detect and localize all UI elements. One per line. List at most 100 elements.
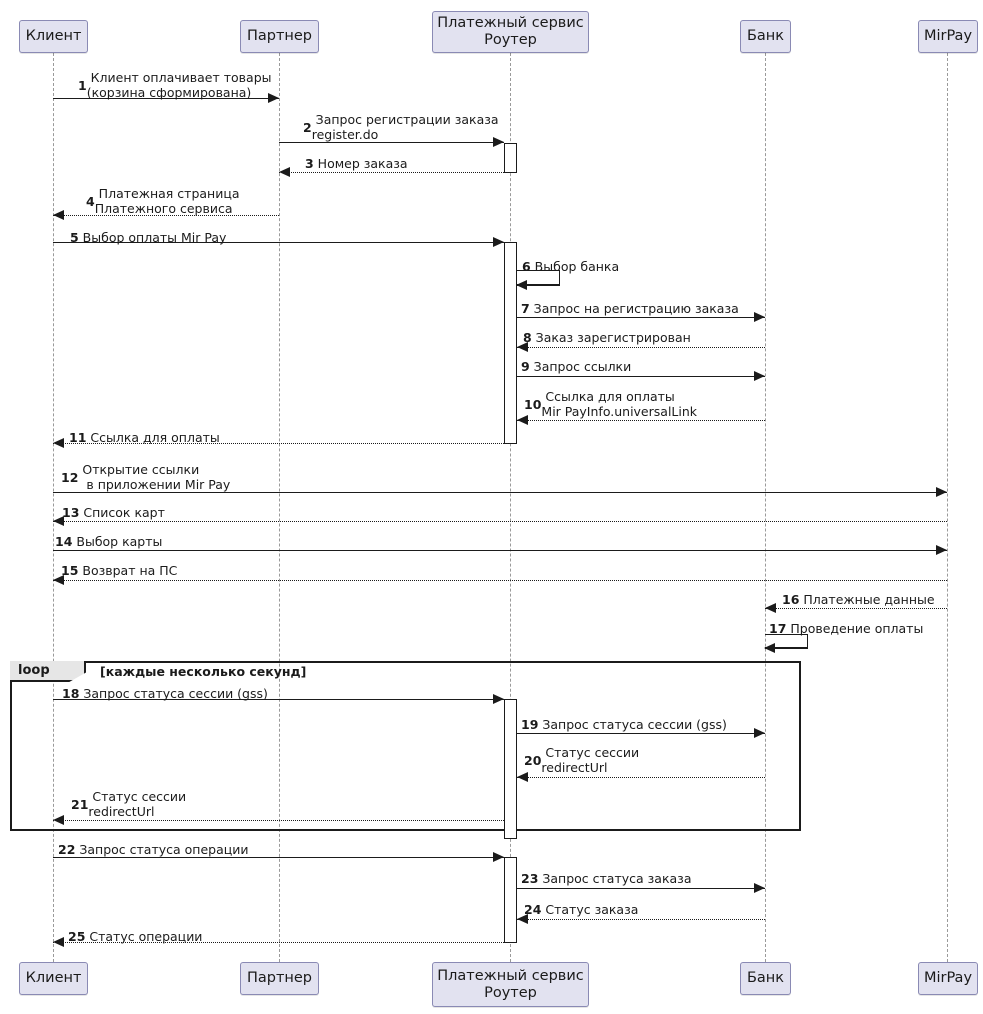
message-number-6: 6 (522, 259, 531, 274)
message-label-7: 7 Запрос на регистрацию заказа (521, 301, 739, 316)
message-line-21 (53, 820, 504, 821)
arrow-head-3 (279, 167, 290, 177)
participant-label: Партнер (246, 970, 313, 986)
message-line-7 (517, 317, 765, 318)
message-line-15 (53, 580, 947, 581)
message-number-22: 22 (58, 842, 76, 857)
message-line-22 (53, 857, 504, 858)
arrow-head-22 (493, 852, 504, 862)
lifeline-partner (279, 53, 280, 962)
participant-header-ps[interactable]: Платежный сервис Роутер (432, 11, 589, 53)
message-line-1 (53, 98, 279, 99)
message-label-15: 15 Возврат на ПС (61, 563, 177, 578)
lifeline-client (53, 53, 54, 962)
participant-header-mirpay[interactable]: MirPay (918, 20, 978, 53)
message-label-8: 8 Заказ зарегистрирован (523, 330, 691, 345)
message-text-16: Платежные данные (799, 592, 935, 607)
message-text-18: Запрос статуса сессии (gss) (79, 686, 268, 701)
participant-footer-bank[interactable]: Банк (740, 962, 791, 995)
message-number-16: 16 (782, 592, 800, 607)
message-label-18: 18 Запрос статуса сессии (gss) (62, 686, 268, 701)
message-number-18: 18 (62, 686, 80, 701)
lifeline-ps (510, 53, 511, 962)
activation-bar-ps-2 (504, 242, 517, 444)
message-text-15: Возврат на ПС (78, 563, 178, 578)
message-number-17: 17 (769, 621, 787, 636)
arrow-head-24 (517, 914, 528, 924)
message-line-5 (53, 242, 504, 243)
participant-label: Клиент (25, 970, 82, 986)
lifeline-mirpay (947, 53, 948, 962)
message-line-8 (517, 347, 765, 348)
arrow-head-4 (53, 210, 64, 220)
message-number-10: 10 (524, 396, 542, 412)
message-number-19: 19 (521, 717, 539, 732)
message-label-9: 9 Запрос ссылки (521, 359, 631, 374)
message-line-10 (517, 420, 765, 421)
participant-label: Платежный сервис Роутер (437, 15, 584, 48)
message-label-12: 12 Открытие ссылки в приложении Mir Pay (61, 462, 230, 492)
message-label-2: 2 Запрос регистрации заказа register.do (303, 112, 499, 142)
participant-footer-partner[interactable]: Партнер (240, 962, 319, 995)
message-number-20: 20 (524, 752, 542, 768)
self-message-path-17 (765, 634, 808, 648)
participant-label: Партнер (246, 28, 313, 44)
activation-bar-ps-1 (504, 143, 517, 173)
message-text-7: Запрос на регистрацию заказа (529, 301, 739, 316)
message-number-21: 21 (71, 796, 89, 812)
message-text-21: Статус сессии redirectUrl (88, 789, 187, 819)
fragment-operator-label: loop (10, 661, 86, 682)
arrow-head-19 (754, 728, 765, 738)
arrow-head-9 (754, 371, 765, 381)
participant-header-bank[interactable]: Банк (740, 20, 791, 53)
message-text-3: Номер заказа (313, 156, 408, 171)
participant-footer-client[interactable]: Клиент (19, 962, 88, 995)
message-number-25: 25 (68, 929, 86, 944)
message-label-24: 24 Статус заказа (524, 902, 638, 917)
message-number-9: 9 (521, 359, 530, 374)
message-text-17: Проведение оплаты (786, 621, 924, 636)
activation-bar-ps-4 (504, 857, 517, 943)
message-text-4: Платежная страница Платежного сервиса (94, 186, 240, 216)
message-label-6: 6 Выбор банка (522, 259, 619, 274)
message-line-23 (517, 888, 765, 889)
message-number-1: 1 (78, 77, 87, 93)
message-label-4: 4 Платежная страница Платежного сервиса (86, 186, 240, 216)
message-number-5: 5 (70, 230, 79, 245)
message-label-17: 17 Проведение оплаты (769, 621, 923, 636)
message-label-19: 19 Запрос статуса сессии (gss) (521, 717, 727, 732)
participant-header-partner[interactable]: Партнер (240, 20, 319, 53)
participant-footer-ps[interactable]: Платежный сервис Роутер (432, 962, 589, 1007)
participant-header-client[interactable]: Клиент (19, 20, 88, 53)
arrow-head-5 (493, 237, 504, 247)
participant-label: MirPay (923, 28, 973, 44)
message-number-3: 3 (305, 156, 314, 171)
message-label-14: 14 Выбор карты (55, 534, 162, 549)
participant-footer-mirpay[interactable]: MirPay (918, 962, 978, 995)
message-number-7: 7 (521, 301, 530, 316)
message-text-5: Выбор оплаты Mir Pay (78, 230, 227, 245)
message-label-10: 10 Ссылка для оплаты Mir PayInfo.univers… (524, 389, 697, 419)
participant-label: Банк (746, 970, 785, 986)
participant-label: MirPay (923, 970, 973, 986)
arrow-head-11 (53, 438, 64, 448)
self-message-return-17 (765, 648, 808, 649)
message-label-22: 22 Запрос статуса операции (58, 842, 249, 857)
message-text-12: Открытие ссылки в приложении Mir Pay (82, 462, 231, 492)
message-text-10: Ссылка для оплаты Mir PayInfo.universalL… (541, 389, 698, 419)
message-text-24: Статус заказа (541, 902, 639, 917)
message-line-4 (53, 215, 279, 216)
message-label-5: 5 Выбор оплаты Mir Pay (70, 230, 226, 245)
message-number-4: 4 (86, 193, 95, 209)
message-text-14: Выбор карты (72, 534, 163, 549)
message-line-19 (517, 733, 765, 734)
message-text-6: Выбор банка (530, 259, 620, 274)
message-text-22: Запрос статуса операции (75, 842, 249, 857)
message-text-25: Статус операции (85, 929, 203, 944)
lifeline-bank (765, 53, 766, 962)
arrow-head-15 (53, 575, 64, 585)
message-number-14: 14 (55, 534, 73, 549)
message-line-14 (53, 550, 947, 551)
message-label-25: 25 Статус операции (68, 929, 202, 944)
